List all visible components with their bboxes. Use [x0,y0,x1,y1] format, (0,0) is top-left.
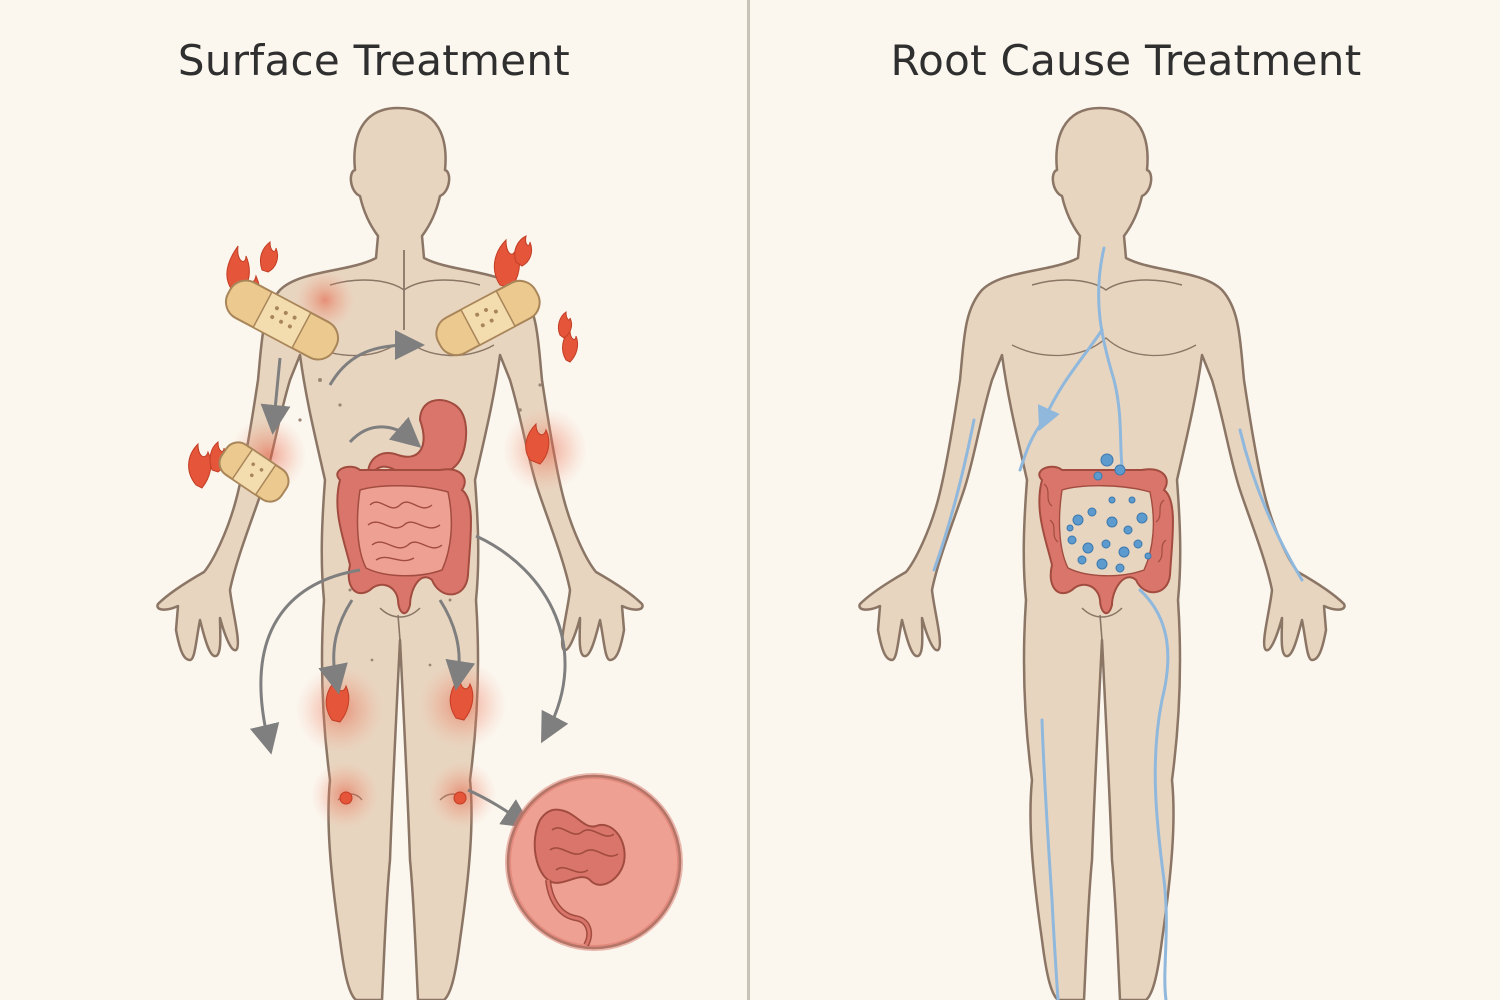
panel-divider [747,0,750,1000]
surface-treatment-title: Surface Treatment [177,36,571,85]
digestive-tract [336,399,472,615]
arrow-icon [249,330,569,829]
surface-treatment-panel: Surface Treatment [0,0,748,1000]
root-cause-treatment-panel: Root Cause Treatment [752,0,1500,1000]
surface-treatment-figure [156,106,683,1000]
bacteria-icon [1066,453,1152,573]
root-cause-treatment-figure [858,106,1346,1000]
magnifier-circle-icon [505,773,683,951]
healthy-flow-lines [932,246,1304,1000]
root-cause-treatment-title: Root Cause Treatment [890,36,1362,85]
bandage-icon [218,279,541,503]
